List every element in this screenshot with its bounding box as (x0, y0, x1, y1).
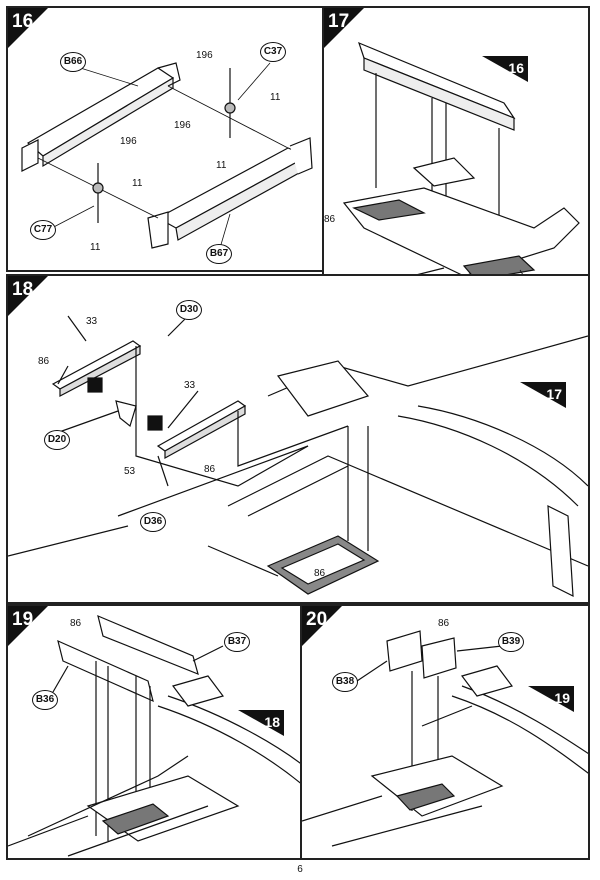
part-b36-callout: B36 (32, 690, 58, 710)
step-18-drawing (8, 315, 588, 598)
step-16-number: 16 (12, 11, 34, 32)
part-11-label: 11 (270, 92, 281, 103)
ref-step-18-label: 18 (264, 714, 280, 730)
step-19-number: 19 (12, 609, 34, 630)
part-11-label: 11 (216, 160, 227, 171)
part-d36-callout: D36 (140, 512, 166, 532)
part-33-label: 33 (86, 316, 98, 327)
ref-step-19-label: 19 (554, 690, 570, 706)
part-b66-callout: B66 (60, 52, 86, 72)
step-16-panel: 16 B66 C37 C77 B67 196 196 196 11 11 11 … (6, 6, 332, 272)
part-b38-callout: B38 (332, 672, 358, 692)
ref-step-16-flag: 16 (482, 56, 528, 82)
part-c37-callout: C37 (260, 42, 286, 62)
part-196-label: 196 (174, 120, 191, 131)
part-53-label: 53 (124, 466, 136, 477)
step-20-number: 20 (306, 609, 328, 630)
part-b39-callout: B39 (498, 632, 524, 652)
page-number: 6 (297, 864, 303, 875)
part-11-label: 11 (132, 178, 143, 189)
part-196-label: 196 (120, 136, 137, 147)
step-19-drawing (8, 614, 300, 857)
step-18-panel: 18 17 D30 33 33 86 86 86 D20 53 D36 (6, 274, 590, 604)
step-18-number: 18 (12, 279, 34, 300)
part-86-label: 86 (438, 618, 450, 629)
part-d30-callout: D30 (176, 300, 202, 320)
step-19-panel: 19 18 86 B37 B36 (6, 604, 302, 860)
part-196-label: 196 (196, 50, 213, 61)
part-d20-callout: D20 (44, 430, 70, 450)
part-86-label: 86 (314, 568, 326, 579)
step-20-panel: 20 19 86 B39 B38 (300, 604, 590, 860)
part-b37-callout: B37 (224, 632, 250, 652)
step-16-drawing (21, 62, 313, 249)
part-86-label: 86 (38, 356, 50, 367)
part-86-label: 86 (204, 464, 216, 475)
ref-step-19-flag: 19 (528, 686, 574, 712)
part-11-label: 11 (90, 242, 101, 253)
part-86-label: 86 (70, 618, 82, 629)
part-86-label: 86 (324, 214, 336, 225)
part-33-label: 33 (184, 380, 196, 391)
step-20-drawing (302, 630, 588, 847)
ref-step-17-label: 17 (546, 386, 562, 402)
ref-step-16-label: 16 (508, 60, 524, 76)
ref-step-17-flag: 17 (520, 382, 566, 408)
part-c77-callout: C77 (30, 220, 56, 240)
ref-step-18-flag: 18 (238, 710, 284, 736)
step-17-number: 17 (328, 11, 350, 32)
step-17-drawing (324, 41, 580, 339)
part-b67-callout: B67 (206, 244, 232, 264)
